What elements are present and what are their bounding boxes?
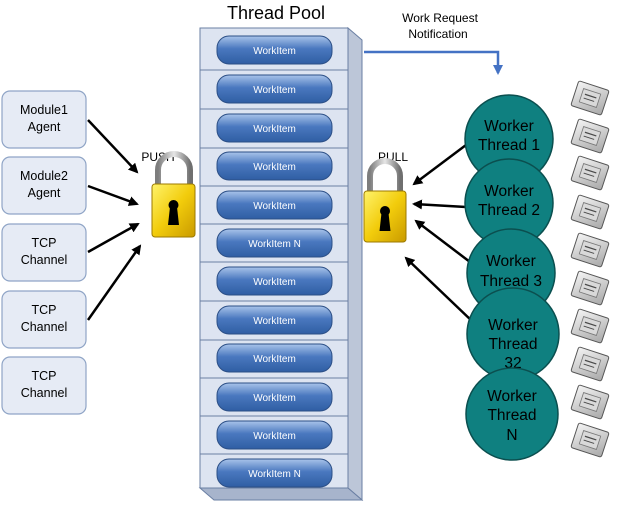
work-item: WorkItem (216, 305, 333, 335)
source-label: Module1 (20, 103, 68, 117)
pull-arrow (414, 219, 471, 263)
work-item-label: WorkItem (253, 354, 296, 365)
cpu-chip-icon (570, 194, 610, 230)
source-label: Channel (21, 386, 68, 400)
push-arrow (87, 222, 140, 254)
work-item-label: WorkItem (253, 85, 296, 96)
worker-label: Thread 1 (478, 137, 540, 154)
cpu-chip-icon (570, 422, 610, 458)
source-module2-agent: Module2 Agent (1, 156, 87, 215)
pull-arrow (412, 199, 467, 210)
work-item: WorkItem (216, 35, 333, 65)
padlock-icon (363, 158, 407, 243)
diagram-title: Thread Pool (227, 3, 325, 23)
worker-label: Thread (487, 407, 536, 424)
work-item-label: WorkItem (253, 162, 296, 173)
cpu-chip-icon (570, 118, 610, 154)
worker-thread-n: Worker Thread N (465, 367, 559, 461)
source-tcp-channel: TCP Channel (1, 223, 87, 282)
notification-label-line2: Notification (408, 27, 467, 41)
work-item-label: WorkItem (253, 46, 296, 57)
work-item: WorkItem N (216, 458, 333, 488)
worker-thread-1: Worker Thread 1 (464, 94, 554, 184)
source-label: Module2 (20, 169, 68, 183)
work-item-label: WorkItem (253, 277, 296, 288)
pull-arrow (404, 256, 474, 323)
source-label: TCP (32, 236, 57, 250)
worker-label: Worker (484, 118, 534, 135)
cpu-chip-icon (570, 155, 610, 191)
worker-thread-2: Worker Thread 2 (464, 158, 554, 248)
work-item: WorkItem (216, 151, 333, 181)
worker-label: Worker (486, 253, 536, 270)
pull-arrow (412, 144, 467, 186)
cpu-chip-icon (570, 384, 610, 420)
source-label: Agent (28, 120, 61, 134)
source-tcp-channel: TCP Channel (1, 356, 87, 415)
worker-label: Thread (488, 336, 537, 353)
worker-label: N (506, 427, 517, 444)
work-item-label: WorkItem (253, 201, 296, 212)
work-item-label: WorkItem (253, 316, 296, 327)
cpu-chip-icon (570, 80, 610, 116)
push-arrow (86, 244, 142, 321)
work-item: WorkItem (216, 266, 333, 296)
cpu-chip-icon (570, 232, 610, 268)
cpu-chip-icon (570, 270, 610, 306)
push-arrow (87, 184, 139, 206)
cpu-chip-icon (570, 308, 610, 344)
work-item: WorkItem (216, 343, 333, 373)
worker-label: Worker (484, 183, 534, 200)
work-item-label: WorkItem (253, 431, 296, 442)
notification-label-line1: Work Request (402, 11, 478, 25)
work-item-label: WorkItem (253, 124, 296, 135)
worker-label: Thread 3 (480, 273, 542, 290)
work-item-label: WorkItem N (248, 469, 301, 480)
cpu-chip-icon (570, 346, 610, 382)
push-arrow (87, 119, 139, 174)
pull-arrows (404, 144, 474, 323)
worker-label: Worker (488, 317, 538, 334)
source-label: TCP (32, 303, 57, 317)
source-label: Channel (21, 253, 68, 267)
source-tcp-channel: TCP Channel (1, 290, 87, 349)
worker-thread-32: Worker Thread 32 (466, 287, 560, 381)
notification-arrow (364, 50, 503, 75)
work-item-label: WorkItem (253, 393, 296, 404)
work-item: WorkItem N (216, 228, 333, 258)
worker-label: Worker (487, 388, 537, 405)
worker-label: Thread 2 (478, 202, 540, 219)
source-label: TCP (32, 369, 57, 383)
work-item: WorkItem (216, 74, 333, 104)
work-item-label: WorkItem N (248, 239, 301, 250)
work-item: WorkItem (216, 190, 333, 220)
source-label: Agent (28, 186, 61, 200)
push-arrows (86, 119, 142, 321)
work-item: WorkItem (216, 113, 333, 143)
source-module1-agent: Module1 Agent (1, 90, 87, 149)
padlock-icon (151, 151, 196, 238)
work-item: WorkItem (216, 420, 333, 450)
work-item: WorkItem (216, 382, 333, 412)
source-label: Channel (21, 320, 68, 334)
